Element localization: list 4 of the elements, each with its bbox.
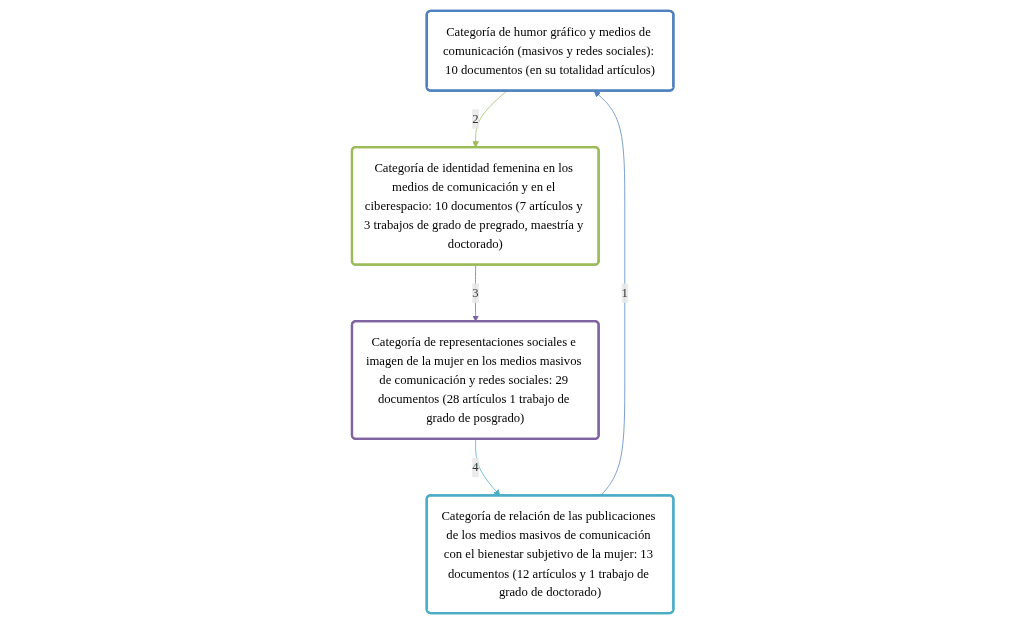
edge-label: 1	[621, 285, 628, 300]
edge-label: 2	[471, 111, 479, 126]
edge-label: 3	[471, 285, 479, 300]
edge-label: 4	[471, 459, 479, 474]
